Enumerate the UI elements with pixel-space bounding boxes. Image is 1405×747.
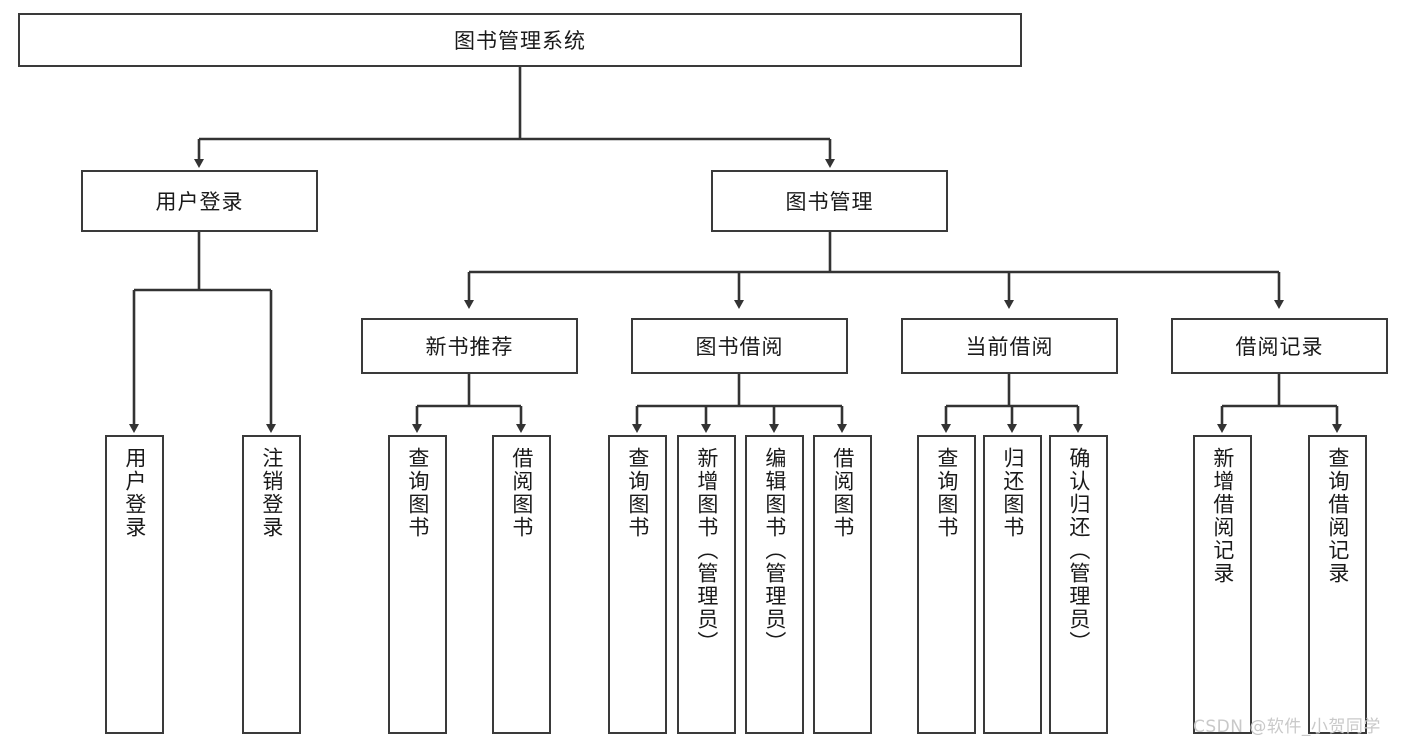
node-label: 归还图书	[1000, 447, 1025, 539]
leaf-book-borrow-edit-book-admin[interactable]: 编辑图书（管理员）	[745, 435, 804, 734]
leaf-book-borrow-borrow-book[interactable]: 借阅图书	[813, 435, 872, 734]
node-label: 用户登录	[155, 190, 244, 214]
node-label: 借阅图书	[830, 447, 855, 539]
leaf-current-borrow-query-book[interactable]: 查询图书	[917, 435, 976, 734]
leaf-book-borrow-add-book-admin[interactable]: 新增图书（管理员）	[677, 435, 736, 734]
node-label: 图书管理系统	[454, 29, 586, 53]
node-label: 借阅记录	[1235, 335, 1324, 359]
node-book-borrow[interactable]: 图书借阅	[631, 318, 848, 374]
csdn-watermark: CSDN @软件_小贺同学	[1193, 717, 1381, 737]
node-user-login[interactable]: 用户登录	[81, 170, 318, 232]
node-label: 新书推荐	[425, 335, 514, 359]
node-label: 新增图书（管理员）	[694, 447, 719, 654]
node-new-book-recommend[interactable]: 新书推荐	[361, 318, 578, 374]
node-current-borrow[interactable]: 当前借阅	[901, 318, 1118, 374]
leaf-borrow-record-query-record[interactable]: 查询借阅记录	[1308, 435, 1367, 734]
node-label: 新增借阅记录	[1210, 447, 1235, 585]
leaf-current-borrow-return-book[interactable]: 归还图书	[983, 435, 1042, 734]
leaf-new-book-query-book[interactable]: 查询图书	[388, 435, 447, 734]
node-label: 借阅图书	[509, 447, 534, 539]
node-label: 编辑图书（管理员）	[762, 447, 787, 654]
leaf-current-borrow-confirm-return-admin[interactable]: 确认归还（管理员）	[1049, 435, 1108, 734]
node-label: 当前借阅	[965, 335, 1054, 359]
node-label: 注销登录	[259, 447, 284, 539]
leaf-borrow-record-add-record[interactable]: 新增借阅记录	[1193, 435, 1252, 734]
node-label: 图书管理	[785, 190, 874, 214]
node-label: 查询借阅记录	[1325, 447, 1350, 585]
node-label: 用户登录	[122, 447, 147, 539]
node-label: 确认归还（管理员）	[1066, 447, 1091, 654]
node-book-management[interactable]: 图书管理	[711, 170, 948, 232]
leaf-book-borrow-query-book[interactable]: 查询图书	[608, 435, 667, 734]
leaf-user-login-logout[interactable]: 注销登录	[242, 435, 301, 734]
node-label: 查询图书	[405, 447, 430, 539]
node-borrow-record[interactable]: 借阅记录	[1171, 318, 1388, 374]
node-root-system[interactable]: 图书管理系统	[18, 13, 1022, 67]
node-label: 查询图书	[625, 447, 650, 539]
leaf-new-book-borrow-book[interactable]: 借阅图书	[492, 435, 551, 734]
leaf-user-login-login[interactable]: 用户登录	[105, 435, 164, 734]
node-label: 查询图书	[934, 447, 959, 539]
node-label: 图书借阅	[695, 335, 784, 359]
